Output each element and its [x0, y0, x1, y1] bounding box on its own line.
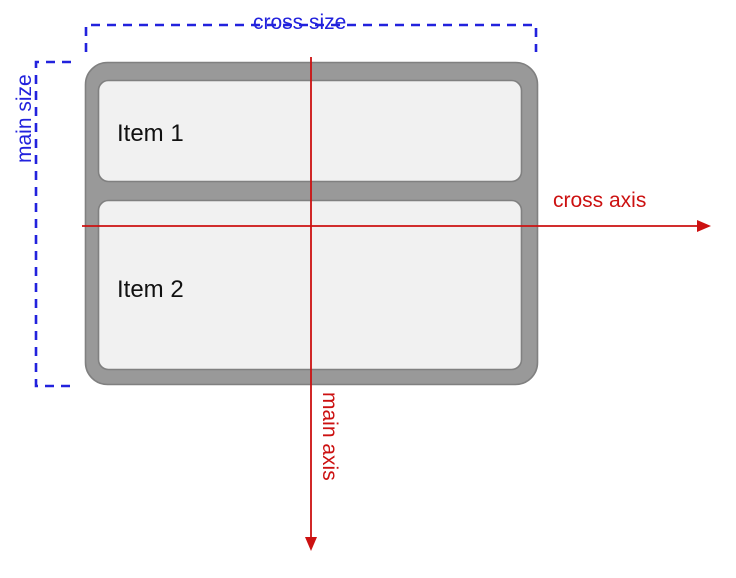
- main-size-bracket: [34, 60, 71, 388]
- cross-axis-label: cross axis: [553, 189, 647, 212]
- flex-item-1-label: Item 1: [117, 120, 184, 147]
- flex-item-2-label: Item 2: [117, 276, 184, 303]
- main-axis-label: main axis: [318, 392, 341, 481]
- flex-item-2[interactable]: [97, 199, 523, 371]
- flex-item-2-box[interactable]: [97, 199, 523, 371]
- flex-item-1-box[interactable]: [97, 79, 523, 183]
- main-size-label: main size: [13, 74, 36, 163]
- flex-item-1[interactable]: [97, 79, 523, 183]
- cross-size-label: cross size: [253, 11, 347, 34]
